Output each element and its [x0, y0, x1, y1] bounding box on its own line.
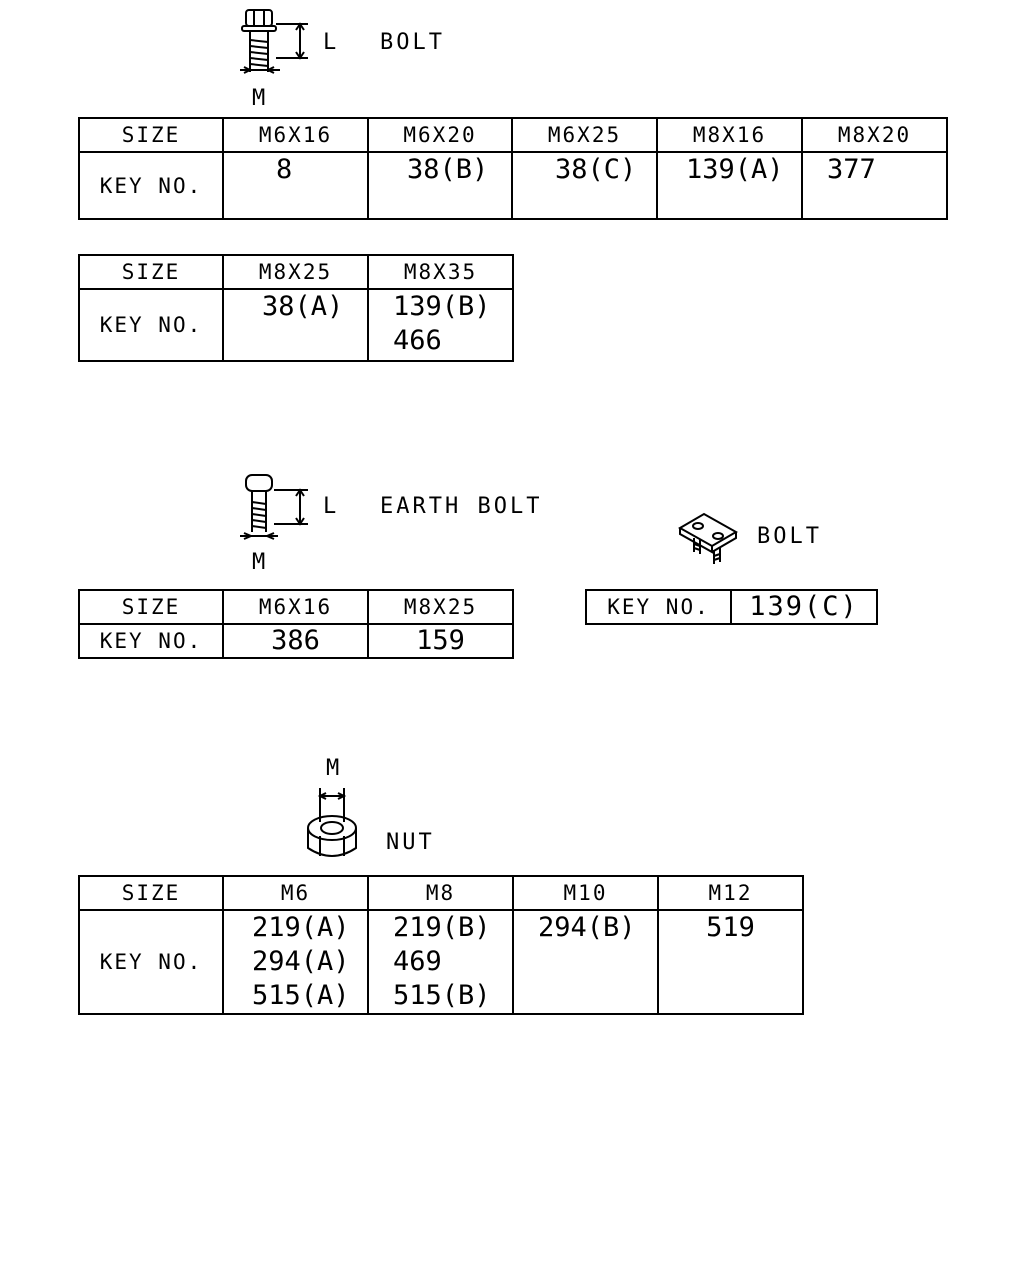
- key-value: 159: [416, 625, 465, 656]
- key-value: 377: [827, 154, 876, 185]
- bolt-diameter-label: M: [252, 86, 269, 111]
- earth-bolt-title: EARTH BOLT: [380, 494, 543, 519]
- key-value: 139(A): [686, 154, 784, 185]
- key-no-header: KEY NO.: [78, 623, 224, 659]
- key-value: 519: [706, 912, 755, 943]
- key-cell: 159: [367, 623, 514, 659]
- key-value: 515(B): [393, 980, 491, 1011]
- key-cell: 139(C): [730, 589, 878, 625]
- size-cell: M8X35: [367, 254, 514, 290]
- size-header: SIZE: [78, 875, 224, 911]
- earth-bolt-size-table: SIZE M6X16 M8X25 KEY NO. 386 159: [78, 589, 514, 659]
- key-value: 515(A): [252, 980, 350, 1011]
- size-cell: M8X25: [367, 589, 514, 625]
- key-cell: 139(A): [656, 151, 803, 220]
- key-value: 8: [276, 154, 293, 185]
- key-value: 469: [393, 946, 442, 977]
- key-cell: 8: [222, 151, 369, 220]
- plate-bolt-icon: [677, 512, 739, 564]
- key-no-header: KEY NO.: [78, 909, 224, 1015]
- key-value: 294(A): [252, 946, 350, 977]
- size-cell: M6X20: [367, 117, 513, 153]
- key-no-header: KEY NO.: [585, 589, 732, 625]
- key-cell: 519: [657, 909, 804, 1015]
- key-cell: 219(A) 294(A) 515(A): [222, 909, 369, 1015]
- bolt-length-label: L: [323, 30, 340, 55]
- key-value: 294(B): [538, 912, 636, 943]
- key-value: 386: [271, 625, 320, 656]
- size-cell: M12: [657, 875, 804, 911]
- size-header: SIZE: [78, 254, 224, 290]
- key-value: 466: [393, 325, 442, 356]
- key-no-header: KEY NO.: [78, 151, 224, 220]
- flange-bolt-icon: [240, 9, 308, 74]
- key-cell: 219(B) 469 515(B): [367, 909, 514, 1015]
- plate-bolt-key-table: KEY NO. 139(C): [585, 589, 878, 625]
- key-cell: 386: [222, 623, 369, 659]
- key-cell: 38(C): [511, 151, 658, 220]
- plate-bolt-title: BOLT: [757, 524, 822, 549]
- key-cell: 139(B) 466: [367, 288, 514, 362]
- size-cell: M10: [512, 875, 659, 911]
- size-cell: M6: [222, 875, 369, 911]
- key-value: 38(A): [262, 291, 344, 322]
- earth-bolt-diameter-label: M: [252, 550, 269, 575]
- key-value: 219(A): [252, 912, 350, 943]
- size-header: SIZE: [78, 589, 224, 625]
- key-value: 38(B): [407, 154, 489, 185]
- key-value: 219(B): [393, 912, 491, 943]
- nut-diameter-label: M: [326, 756, 343, 781]
- key-value: 139(B): [393, 291, 491, 322]
- key-value: 139(C): [749, 591, 859, 622]
- size-cell: M6X16: [222, 117, 369, 153]
- size-header: SIZE: [78, 117, 224, 153]
- key-cell: 294(B): [512, 909, 659, 1015]
- key-cell: 38(B): [367, 151, 513, 220]
- bolt-size-table-2: SIZE M8X25 M8X35 KEY NO. 38(A) 139(B) 46…: [78, 254, 514, 362]
- key-cell: 377: [801, 151, 948, 220]
- key-value: 38(C): [555, 154, 637, 185]
- size-cell: M6X25: [511, 117, 658, 153]
- earth-bolt-length-label: L: [323, 494, 340, 519]
- nut-title: NUT: [386, 830, 435, 855]
- size-cell: M8X25: [222, 254, 369, 290]
- bolt-size-table-1: SIZE M6X16 M6X20 M6X25 M8X16 M8X20 KEY N…: [78, 117, 948, 220]
- key-no-header: KEY NO.: [78, 288, 224, 362]
- bolt-title: BOLT: [380, 30, 445, 55]
- nut-size-table: SIZE M6 M8 M10 M12 KEY NO. 219(A) 294(A)…: [78, 875, 804, 1015]
- size-cell: M6X16: [222, 589, 369, 625]
- size-cell: M8: [367, 875, 514, 911]
- size-cell: M8X16: [656, 117, 803, 153]
- key-cell: 38(A): [222, 288, 369, 362]
- size-cell: M8X20: [801, 117, 948, 153]
- nut-icon: [307, 788, 357, 857]
- earth-bolt-icon: [240, 474, 308, 540]
